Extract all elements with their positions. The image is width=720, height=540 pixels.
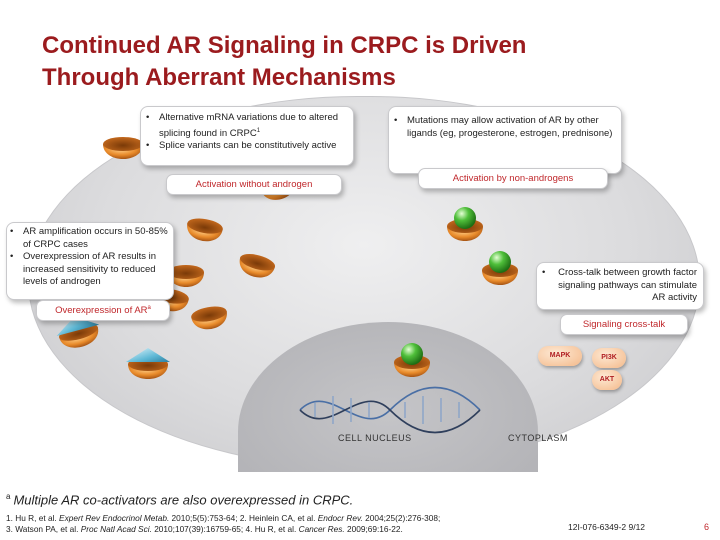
- dna-helix-icon: [299, 386, 481, 434]
- ligand-sphere-icon: [454, 207, 476, 229]
- overexpression-text: Overexpression of AR: [55, 305, 148, 317]
- splice-bullet-2: Splice variants can be constitutively ac…: [143, 140, 347, 153]
- ar-receptor-icon: [56, 316, 100, 348]
- ligand-wedge-icon: [56, 316, 100, 336]
- mapk-node: MAPK: [538, 346, 582, 366]
- document-code: 12I-076-6349-2 9/12: [568, 522, 646, 532]
- splice-variant-callout: Alternative mRNA variations due to alter…: [140, 106, 354, 166]
- crosstalk-bullet-1: Cross-talk between growth factor signali…: [539, 267, 697, 305]
- ar-receptor-icon: [103, 137, 143, 159]
- mutation-bullet-1: Mutations may allow activation of AR by …: [391, 115, 615, 140]
- akt-node: AKT: [592, 370, 622, 390]
- reference-line-1: 1. Hu R, et al. Expert Rev Endocrinol Me…: [6, 513, 441, 523]
- crosstalk-callout: Cross-talk between growth factor signali…: [536, 262, 704, 310]
- slide-title: Continued AR Signaling in CRPC is Driven…: [42, 30, 682, 94]
- signaling-crosstalk-label: Signaling cross-talk: [560, 314, 688, 335]
- activation-by-non-androgens-label: Activation by non-androgens: [418, 168, 608, 189]
- cytoplasm-label: CYTOPLASM: [508, 433, 568, 443]
- ref-sup: 1: [256, 127, 261, 134]
- page-number: 6: [704, 522, 710, 532]
- ligand-wedge-icon: [126, 348, 170, 362]
- ar-receptor-icon: [168, 265, 204, 287]
- pi3k-node: PI3K: [592, 348, 626, 368]
- ar-receptor-icon: [187, 218, 223, 242]
- overexpression-label: Overexpression of ARa: [36, 300, 170, 322]
- ligand-sphere-icon: [489, 251, 511, 273]
- ar-receptor-icon: [126, 348, 170, 379]
- amplification-bullet-2: Overexpression of AR results in increase…: [7, 251, 169, 289]
- title-line-2: Through Aberrant Mechanisms: [42, 64, 396, 91]
- overexpression-sup: a: [147, 305, 151, 311]
- ar-receptor-icon: [191, 306, 227, 330]
- amplification-bullet-1: AR amplification occurs in 50-85% of CRP…: [7, 226, 169, 251]
- footnote-marker: a: [6, 492, 11, 501]
- mutation-callout: Mutations may allow activation of AR by …: [388, 106, 622, 174]
- reference-line-2: 3. Watson PA, et al. Proc Natl Acad Sci.…: [6, 524, 403, 534]
- splice-bullet-1: Alternative mRNA variations due to alter…: [143, 112, 347, 140]
- activation-without-androgen-label: Activation without androgen: [166, 174, 342, 195]
- cell-nucleus-label: CELL NUCLEUS: [338, 433, 412, 443]
- title-line-1: Continued AR Signaling in CRPC is Driven: [42, 32, 527, 59]
- ligand-sphere-icon: [401, 343, 423, 365]
- footnote-text: Multiple AR co-activators are also overe…: [13, 492, 354, 508]
- references: 1. Hu R, et al. Expert Rev Endocrinol Me…: [6, 513, 546, 535]
- amplification-callout: AR amplification occurs in 50-85% of CRP…: [6, 222, 174, 300]
- ar-receptor-icon: [239, 253, 276, 278]
